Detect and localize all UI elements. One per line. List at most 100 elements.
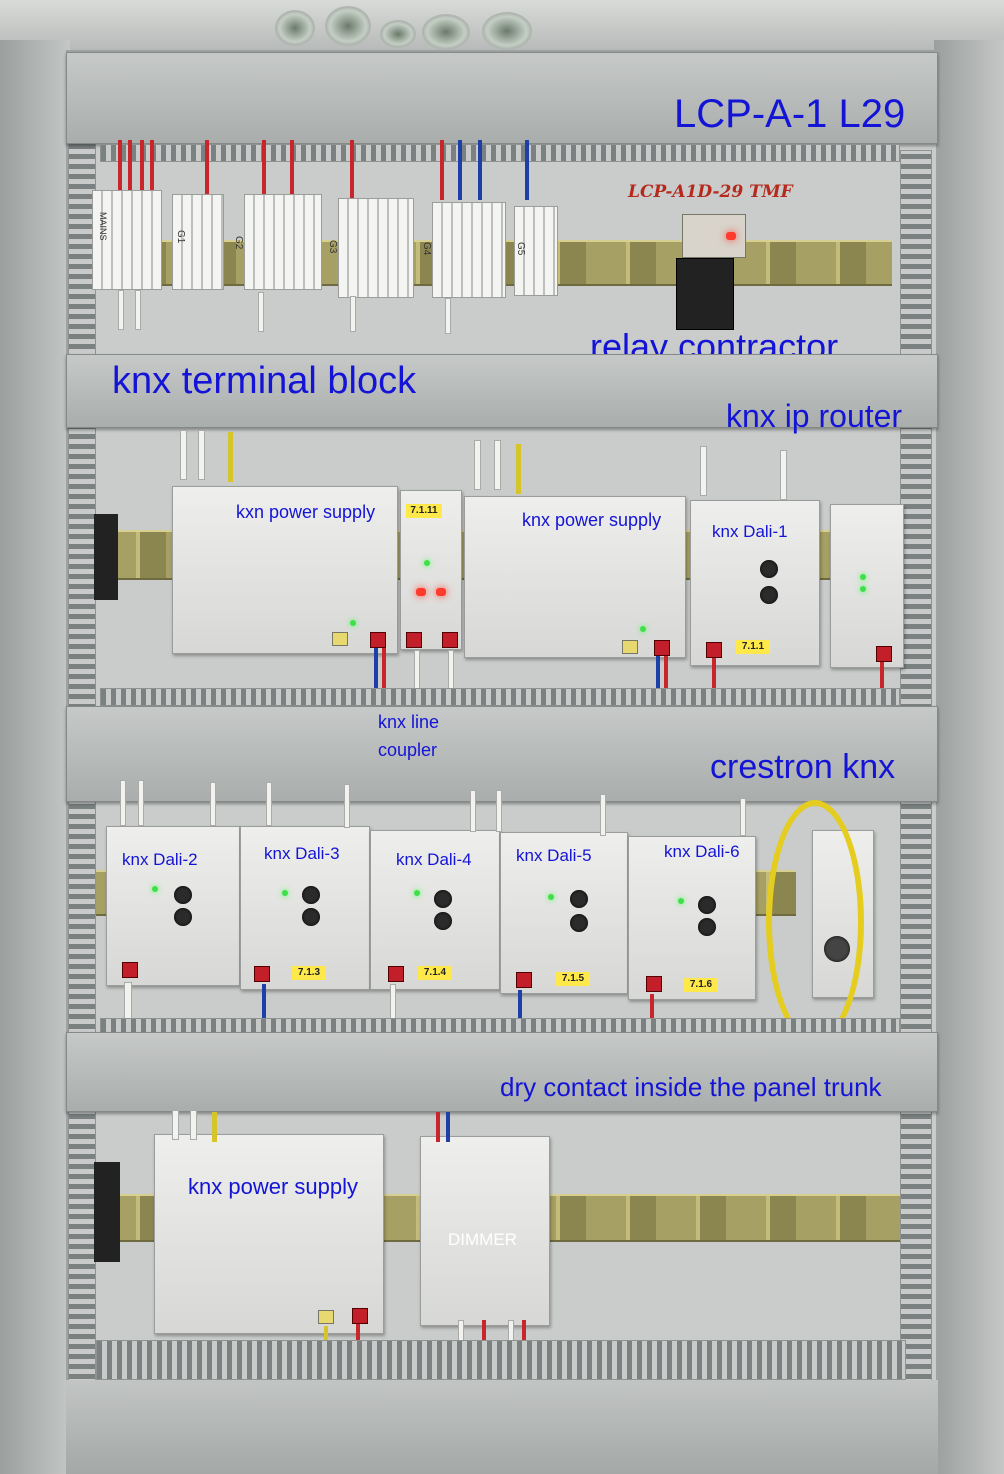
wire: [478, 140, 482, 200]
wire: [290, 140, 294, 200]
wire: [350, 140, 354, 200]
wire: [118, 290, 124, 330]
dali-6-label: knx Dali-6: [664, 842, 740, 861]
bus-connector: [122, 962, 138, 978]
duct-cover-2: [66, 354, 938, 428]
address-tag: 7.1.1: [736, 640, 770, 654]
crestron-cable-coil: [766, 800, 864, 1044]
wire: [436, 1112, 440, 1142]
dali-gateway-1: [690, 500, 820, 666]
bus-connector: [622, 640, 638, 654]
dali-1-label: knx Dali-1: [712, 522, 788, 541]
bus-connector: [254, 966, 270, 982]
wire: [664, 656, 668, 716]
bus-connector: [442, 632, 458, 648]
rail-end-stop: [94, 1162, 120, 1262]
bus-connector: [876, 646, 892, 662]
bus-connector: [406, 632, 422, 648]
status-led: [350, 620, 356, 626]
cable-gland: [380, 20, 416, 48]
power-supply-3-label: knx power supply: [188, 1174, 358, 1199]
wire: [212, 1112, 217, 1142]
terminal-group-g4: [432, 202, 506, 298]
status-led: [414, 890, 420, 896]
wire: [374, 648, 378, 708]
rotary-switch: [698, 918, 716, 936]
wire: [210, 782, 216, 826]
status-led: [640, 626, 646, 632]
bus-connector: [654, 640, 670, 656]
panel-id-label: LCP-A-1 L29: [674, 92, 906, 136]
handwritten-tag: LCP-A1D-29 TMF: [628, 182, 793, 202]
dali-gateway-5: [500, 832, 628, 994]
duct-cover-top: [66, 52, 938, 144]
status-led: [678, 898, 684, 904]
line-coupler-label-1: knx line: [378, 712, 440, 732]
wire: [518, 990, 522, 1030]
status-led: [860, 574, 866, 580]
terminal-tag: G1: [175, 230, 186, 244]
wire: [350, 296, 356, 332]
bus-connector: [332, 632, 348, 646]
status-led: [424, 560, 430, 566]
door-edge-right: [934, 40, 1004, 1474]
wire: [258, 292, 264, 332]
relay-cover: [682, 214, 746, 258]
wire: [516, 444, 521, 494]
cable-gland: [275, 10, 315, 46]
relay-base: [676, 258, 734, 330]
terminal-tag: G2: [233, 236, 244, 250]
relay-led: [726, 232, 736, 240]
power-supply-2-label: knx power supply: [522, 510, 662, 530]
wire: [458, 140, 462, 200]
wire: [656, 656, 660, 716]
line-coupler-label-2: coupler: [378, 740, 438, 760]
dali-5-label: knx Dali-5: [516, 846, 592, 865]
address-tag: 7.1.6: [684, 978, 718, 992]
dry-contact-label: dry contact inside the panel trunk: [500, 1072, 882, 1102]
wire: [266, 782, 272, 826]
status-led: [282, 890, 288, 896]
wire: [494, 440, 501, 490]
duct-cover-4: [66, 1032, 938, 1112]
wire: [262, 984, 266, 1030]
wire: [740, 798, 746, 836]
wire: [650, 994, 654, 1034]
wire: [140, 140, 144, 200]
wire: [190, 1110, 197, 1140]
dimmer-label: DIMMER: [448, 1230, 517, 1249]
terminal-group-g3: [338, 198, 414, 298]
ip-router-label: knx ip router: [726, 398, 903, 434]
dali-3-label: knx Dali-3: [264, 844, 340, 863]
wire: [180, 430, 187, 480]
dali-gateway-4: [370, 830, 500, 990]
rotary-switch: [302, 886, 320, 904]
wire: [228, 432, 233, 482]
wire: [205, 140, 209, 200]
dali-2-label: knx Dali-2: [122, 850, 198, 869]
rotary-switch: [174, 886, 192, 904]
wire: [138, 780, 144, 826]
wiring-duct-bottom: [96, 1340, 906, 1380]
cable-gland: [482, 12, 532, 50]
wire: [496, 790, 502, 832]
address-tag: 7.1.5: [556, 972, 590, 986]
dali-4-label: knx Dali-4: [396, 850, 472, 869]
wire: [445, 298, 451, 334]
wire: [712, 658, 716, 716]
terminal-block-label: knx terminal block: [112, 360, 417, 402]
bus-connector: [370, 632, 386, 648]
address-tag: 7.1.3: [292, 966, 326, 980]
dali-gateway-6: [628, 836, 756, 1000]
rail-end-stop: [94, 514, 118, 600]
rotary-switch: [434, 912, 452, 930]
wire: [700, 446, 707, 496]
rotary-switch: [302, 908, 320, 926]
wire: [172, 1110, 179, 1140]
wire: [120, 780, 126, 826]
status-led: [548, 894, 554, 900]
wire: [128, 140, 132, 200]
wiring-duct-top: [100, 144, 900, 162]
dali-gateway-2: [106, 826, 240, 986]
terminal-tag: MAINS: [98, 212, 108, 241]
